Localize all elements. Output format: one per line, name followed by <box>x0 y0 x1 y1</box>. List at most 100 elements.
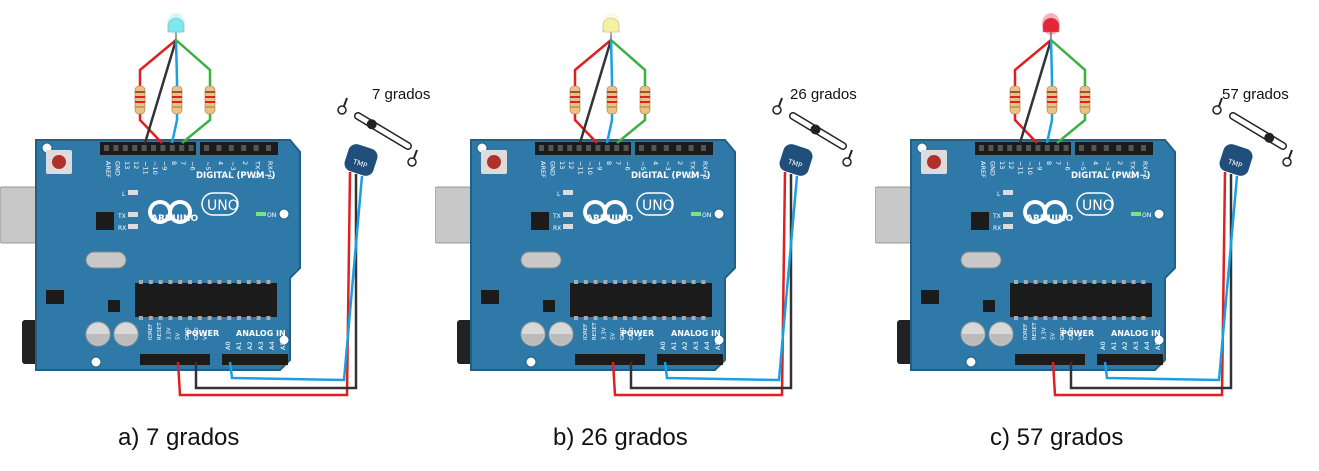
chip-pin <box>266 316 271 320</box>
header-pin <box>188 145 194 151</box>
led-rx-label: RX <box>993 225 1001 232</box>
resistor-band <box>1010 101 1020 103</box>
led-l-label: L <box>557 191 561 198</box>
power-pin-label: Vin <box>638 331 644 340</box>
thermometer-hot-stem <box>1288 149 1293 159</box>
header-pin <box>979 145 984 151</box>
reset-button-cap <box>487 155 501 169</box>
capacitor-shade <box>87 334 109 345</box>
brand-label: ARDUINO <box>586 214 634 224</box>
led-l-label: L <box>122 191 126 198</box>
resistor-band <box>570 106 580 108</box>
chip-pin <box>1072 316 1077 320</box>
chip-pin <box>1033 316 1038 320</box>
header-pin <box>997 145 1003 151</box>
analog-pin-label: A1 <box>1110 341 1118 350</box>
pin-label: 4 <box>1091 161 1099 165</box>
resistor-band <box>1080 91 1090 93</box>
pin-label: ~5 <box>1079 161 1087 171</box>
led-rx <box>563 224 573 229</box>
chip-pin <box>1053 280 1058 284</box>
capacitor-shade <box>990 334 1012 345</box>
chip-pin <box>574 280 578 284</box>
wire-black-led <box>1018 39 1053 144</box>
usb-chip <box>96 212 114 230</box>
regulator <box>46 290 64 304</box>
power-led <box>1131 212 1141 216</box>
analog-pin-label: A0 <box>1099 341 1107 350</box>
resistor-band <box>1080 106 1090 108</box>
led-tx-label: TX <box>992 213 1001 220</box>
header-pin <box>988 145 994 151</box>
usb-connector <box>875 186 916 244</box>
chip-pin <box>227 280 232 284</box>
chip-pin <box>1023 280 1028 284</box>
header-pin <box>241 145 247 151</box>
capacitor-shade <box>115 334 137 345</box>
resistor-band <box>1047 106 1057 108</box>
chip-pin <box>148 280 153 284</box>
header-pin <box>169 145 175 151</box>
wire-red-sensor <box>611 171 787 397</box>
header-pin <box>623 145 629 151</box>
model-label: UNO <box>207 198 239 214</box>
led-l <box>563 190 573 195</box>
chip-pin <box>672 316 676 320</box>
power-pin-label: IOREF <box>148 324 154 340</box>
power-header <box>1015 354 1085 365</box>
analog-header <box>657 354 723 365</box>
led-rx-label: RX <box>553 225 561 232</box>
chip-pin <box>197 280 202 284</box>
pin-label: TX→1 <box>1129 160 1137 179</box>
resistor-band <box>1047 91 1057 93</box>
digital-label: DIGITAL (PWM~) <box>631 171 711 181</box>
chip-pin <box>1072 280 1077 284</box>
chip-pin <box>1102 280 1107 284</box>
analog-label: ANALOG IN <box>671 329 721 338</box>
resistor-band <box>1010 96 1020 98</box>
chip-pin <box>168 316 173 320</box>
header-pin <box>688 145 694 151</box>
header-pin <box>651 145 657 151</box>
capacitor-shade <box>962 334 984 345</box>
chip-pin <box>652 316 657 320</box>
reset-button-cap <box>52 155 66 169</box>
header-pin <box>1128 145 1134 151</box>
usb-chip <box>531 212 549 230</box>
header-pin <box>141 145 147 151</box>
arduino-logo <box>148 200 193 224</box>
header-pin <box>1016 145 1022 151</box>
small-chip <box>108 300 120 312</box>
on-label: ON <box>1142 212 1151 219</box>
pin-label: ~6 <box>189 161 197 171</box>
analog-pin-label: A2 <box>1121 341 1129 350</box>
analog-pin-label: A2 <box>246 341 254 350</box>
temperature-readout: 7 grados <box>372 86 431 103</box>
digital-label: DIGITAL (PWM~) <box>196 171 276 181</box>
header-pin <box>576 145 582 151</box>
pin-label: GND <box>548 161 556 176</box>
temp-slider-inner <box>355 113 411 149</box>
on-label: ON <box>267 212 276 219</box>
pin-label: 4 <box>216 161 224 165</box>
resistor-band <box>640 106 650 108</box>
chip-pin <box>681 316 686 320</box>
pin-label: 8 <box>605 161 613 165</box>
mounting-hole <box>525 356 537 368</box>
thermometer-hot-icon <box>842 157 852 167</box>
chip-pin <box>227 316 232 320</box>
pin-label: AREF <box>104 161 112 178</box>
power-pin-label: 3.3V <box>601 327 607 340</box>
chip-pin <box>593 280 598 284</box>
analog-pin-label: A5 <box>714 341 722 350</box>
rgb-led <box>602 17 620 33</box>
resistor-band <box>205 106 215 108</box>
pin-label: 2 <box>676 161 684 165</box>
power-pin-label: GND <box>629 327 635 340</box>
resistor-band <box>135 101 145 103</box>
resistor-band <box>607 96 617 98</box>
power-pin-label: Vin <box>1078 331 1084 340</box>
